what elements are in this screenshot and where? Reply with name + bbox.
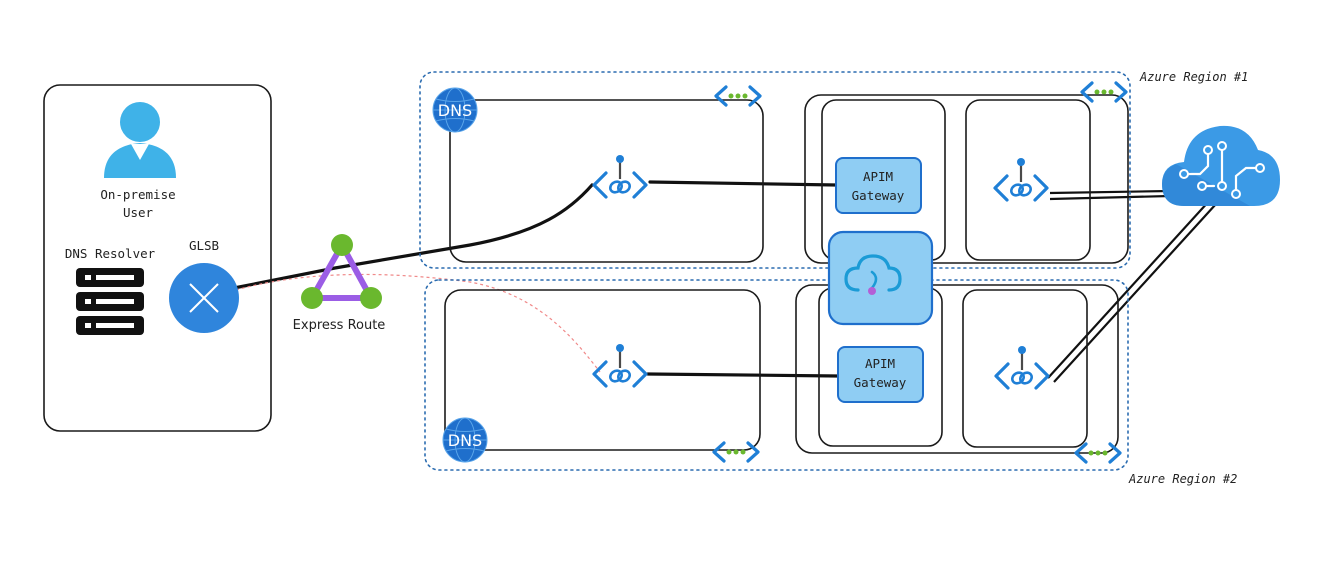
region2-vnet-left [444, 289, 761, 451]
private-endpoint-icon-region2-backend [994, 344, 1050, 390]
svg-text:DNS: DNS [448, 431, 482, 450]
apim-gateway-region1-line1: APIM [863, 169, 893, 184]
api-management-icon [827, 230, 934, 326]
region1-vnet-right [804, 94, 1129, 264]
express-route-icon [301, 234, 382, 309]
dns-resolver-label: DNS Resolver [65, 246, 156, 261]
apim-gateway-region2-line2: Gateway [854, 375, 907, 390]
apim-gateway-region1: APIM Gateway [835, 157, 922, 214]
connection-pe1-to-apim1 [648, 180, 838, 187]
private-endpoint-icon-region1 [592, 153, 648, 199]
connection-backend-pe1-to-cloud [1049, 189, 1171, 201]
apim-gateway-region1-line2: Gateway [852, 188, 905, 203]
apim-gateway-region2-line1: APIM [865, 356, 895, 371]
region2-vnet-right [795, 284, 1119, 454]
region2-backend-subnet [962, 289, 1088, 448]
region1-boundary [419, 71, 1131, 269]
connection-glsb-to-region2-dashed [235, 273, 601, 373]
cognitive-services-cloud-icon [1162, 125, 1280, 206]
region1-label: Azure Region #1 [1139, 70, 1248, 84]
express-route-label: Express Route [293, 318, 386, 333]
load-balancer-icon [169, 263, 239, 333]
vnet-icon-region1-left [714, 85, 762, 107]
region1-backend-subnet [965, 99, 1091, 261]
user-icon [104, 102, 176, 178]
private-endpoint-icon-region1-backend [993, 156, 1049, 202]
user-label-line2: User [123, 205, 154, 220]
region1-vnet-left [449, 99, 764, 263]
dns-zone-icon-region2: DNS [442, 417, 488, 463]
dns-zone-icon-region1: DNS [432, 87, 478, 133]
connection-pe2-to-apim2 [646, 372, 840, 378]
connection-glsb-to-region1 [232, 183, 594, 290]
connection-backend-pe2-to-cloud [1047, 199, 1217, 383]
apim-gateway-region2: APIM Gateway [837, 346, 924, 403]
private-endpoint-icon-region2 [592, 342, 648, 388]
user-label-line1: On-premise [100, 187, 175, 202]
region2-boundary [424, 279, 1129, 471]
glsb-label: GLSB [189, 238, 219, 253]
vnet-icon-region1-right [1080, 81, 1128, 103]
vnet-icon-region2-left [712, 441, 760, 463]
region2-label: Azure Region #2 [1128, 472, 1237, 486]
server-icon [76, 268, 144, 335]
on-premise-box [43, 84, 272, 432]
svg-text:DNS: DNS [438, 101, 472, 120]
